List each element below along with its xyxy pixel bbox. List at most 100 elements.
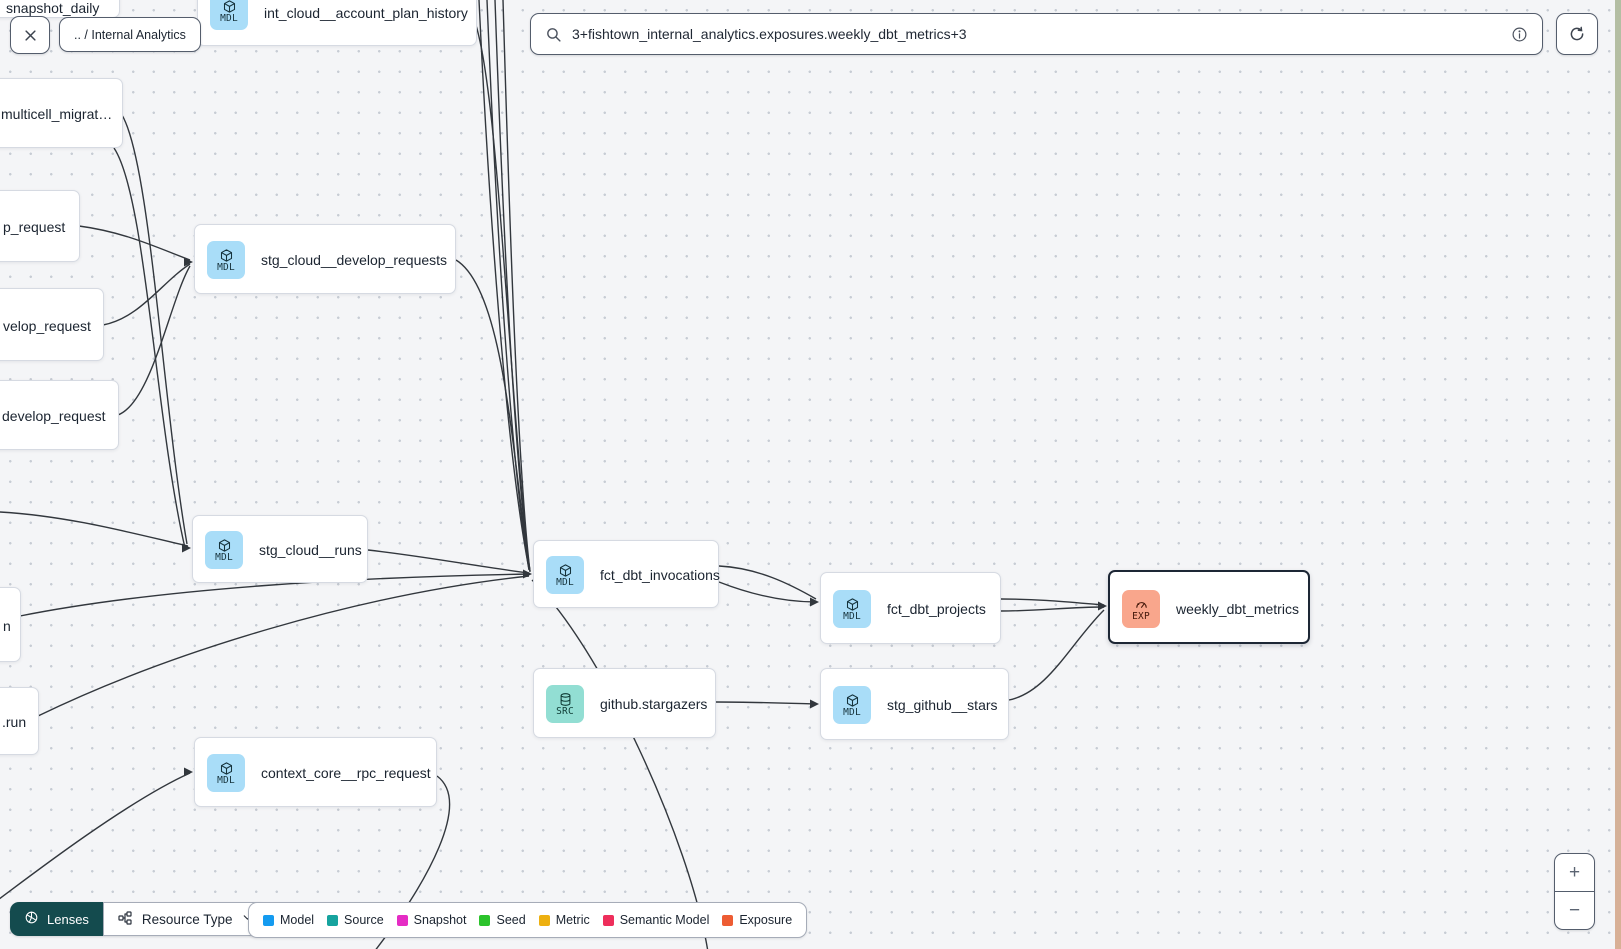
legend-item-semantic-model: Semantic Model (602, 913, 709, 927)
cube-icon (558, 563, 573, 578)
legend-swatch (396, 914, 408, 926)
cube-icon (845, 597, 860, 612)
legend-label: Exposure (739, 913, 793, 927)
node-n_node[interactable]: MDLn (0, 587, 21, 662)
zoom-in-button[interactable]: + (1555, 854, 1594, 892)
badge-abbr: EXP (1132, 610, 1150, 622)
cube-icon (845, 693, 860, 708)
exposure-badge: EXP (1122, 590, 1160, 628)
info-icon[interactable] (1511, 26, 1528, 43)
node-label: p_request (3, 219, 66, 235)
edge-fct_dbt_invocations-to-fct_dbt_projects (718, 581, 817, 603)
badge-abbr: MDL (217, 774, 235, 786)
search-input[interactable] (572, 26, 1501, 42)
edge-arrowhead (810, 597, 819, 607)
model-badge: MDL (207, 241, 245, 279)
lenses-bar: Lenses Resource Type (10, 902, 269, 936)
edge-offscreen-bottom-left-to-context_core__rpc_request (0, 772, 191, 900)
node-develop_request[interactable]: MDLdevelop_request (0, 380, 119, 450)
node-run_node[interactable]: MDL.run (0, 687, 39, 755)
node-label: velop_request (3, 317, 91, 334)
legend-swatch (722, 914, 734, 926)
node-p_request[interactable]: MDLp_request (0, 190, 80, 262)
refresh-button[interactable] (1556, 13, 1598, 55)
node-label: multicell_migrat… (1, 106, 113, 122)
node-context_core__rpc_request[interactable]: MDL context_core__rpc_request (194, 737, 437, 807)
node-multicell_migrat[interactable]: MDLmulticell_migrat… (0, 78, 123, 148)
edge-p_request-to-stg_cloud__develop_requests (78, 225, 191, 261)
model-badge: MDL (833, 686, 871, 724)
legend-item-model: Model (263, 913, 314, 927)
legend-item-snapshot: Snapshot (396, 913, 466, 927)
edge-fct_dbt_invocations-to-fct_dbt_projects (718, 565, 817, 600)
cube-icon (219, 248, 234, 263)
node-label: .run (2, 714, 27, 730)
node-stg_cloud__develop_requests[interactable]: MDL stg_cloud__develop_requests (194, 224, 456, 294)
resource-type-icon (117, 910, 133, 929)
edge-develop_request-to-stg_cloud__develop_requests (117, 265, 191, 416)
breadcrumb-text: .. / Internal Analytics (74, 27, 186, 42)
zoom-out-button[interactable]: − (1555, 892, 1594, 929)
breadcrumb[interactable]: .. / Internal Analytics (59, 17, 201, 52)
minus-icon: − (1568, 899, 1581, 921)
node-snapshot_daily[interactable]: MDLsnapshot_daily (0, 0, 120, 18)
model-badge: MDL (205, 531, 243, 569)
legend-item-exposure: Exposure (722, 913, 792, 927)
model-badge: MDL (833, 590, 871, 628)
edge-arrowhead (184, 767, 193, 777)
node-label: github.stargazers (600, 696, 708, 712)
legend-item-seed: Seed (479, 913, 526, 927)
edge-run_node-to-fct_dbt_invocations (37, 575, 530, 717)
edge-github_stargazers-to-stg_github__stars (715, 701, 817, 705)
node-label: n (3, 617, 11, 634)
gauge-icon (1134, 597, 1149, 612)
badge-abbr: MDL (215, 551, 233, 563)
node-label: stg_cloud__develop_requests (261, 252, 448, 268)
legend-swatch (263, 914, 274, 926)
zoom-controls: + − (1554, 853, 1595, 930)
badge-abbr: MDL (843, 610, 861, 622)
badge-abbr: MDL (843, 706, 861, 718)
resource-type-dropdown[interactable]: Resource Type (102, 902, 269, 936)
edge-offscreen-left-to-stg_cloud__runs (0, 511, 189, 547)
close-button[interactable] (10, 16, 50, 54)
node-label: snapshot_daily (6, 0, 100, 16)
edge-fct_dbt_projects-to-weekly_dbt_metrics (1000, 598, 1105, 606)
node-github_stargazers[interactable]: SRC github.stargazers (533, 668, 716, 738)
edge-multicell_migrat-to-stg_cloud__runs (119, 111, 188, 545)
lenses-label: Lenses (47, 911, 89, 927)
node-velop_request[interactable]: MDLvelop_request (0, 288, 104, 361)
model-badge: MDL (207, 754, 245, 792)
edge-stg_github__stars-to-weekly_dbt_metrics (1008, 609, 1105, 701)
lenses-button[interactable]: Lenses (10, 902, 103, 936)
edge-multicell_migrat-to-stg_cloud__runs (113, 147, 186, 549)
source-badge: SRC (546, 685, 584, 723)
node-stg_github__stars[interactable]: MDL stg_github__stars (820, 668, 1009, 740)
edge-offscreen-top-to-fct_dbt_invocations (494, 0, 531, 572)
search-bar[interactable] (530, 13, 1543, 55)
node-label: stg_github__stars (887, 697, 998, 713)
edge-stg_cloud__develop_requests-to-fct_dbt_invocations (455, 259, 531, 572)
edge-velop_request-to-stg_cloud__develop_requests (102, 263, 191, 326)
node-label: develop_request (2, 408, 106, 424)
edge-int_cloud__account_plan_history-to-fct_dbt_invocations (469, 9, 530, 569)
cube-icon (219, 761, 234, 776)
legend-label: Seed (496, 913, 526, 927)
legend-swatch (538, 914, 550, 926)
legend-label: Model (280, 913, 315, 927)
legend-label: Source (344, 913, 384, 927)
cube-icon (222, 0, 237, 14)
node-label: context_core__rpc_request (261, 765, 431, 781)
edge-arrowhead (182, 543, 191, 553)
edge-stg_cloud__runs-to-fct_dbt_invocations (367, 549, 530, 574)
badge-abbr: MDL (217, 261, 235, 273)
plus-icon: + (1568, 861, 1581, 883)
edge-fct_dbt_projects-to-weekly_dbt_metrics (1000, 606, 1105, 612)
cube-icon (217, 538, 232, 553)
